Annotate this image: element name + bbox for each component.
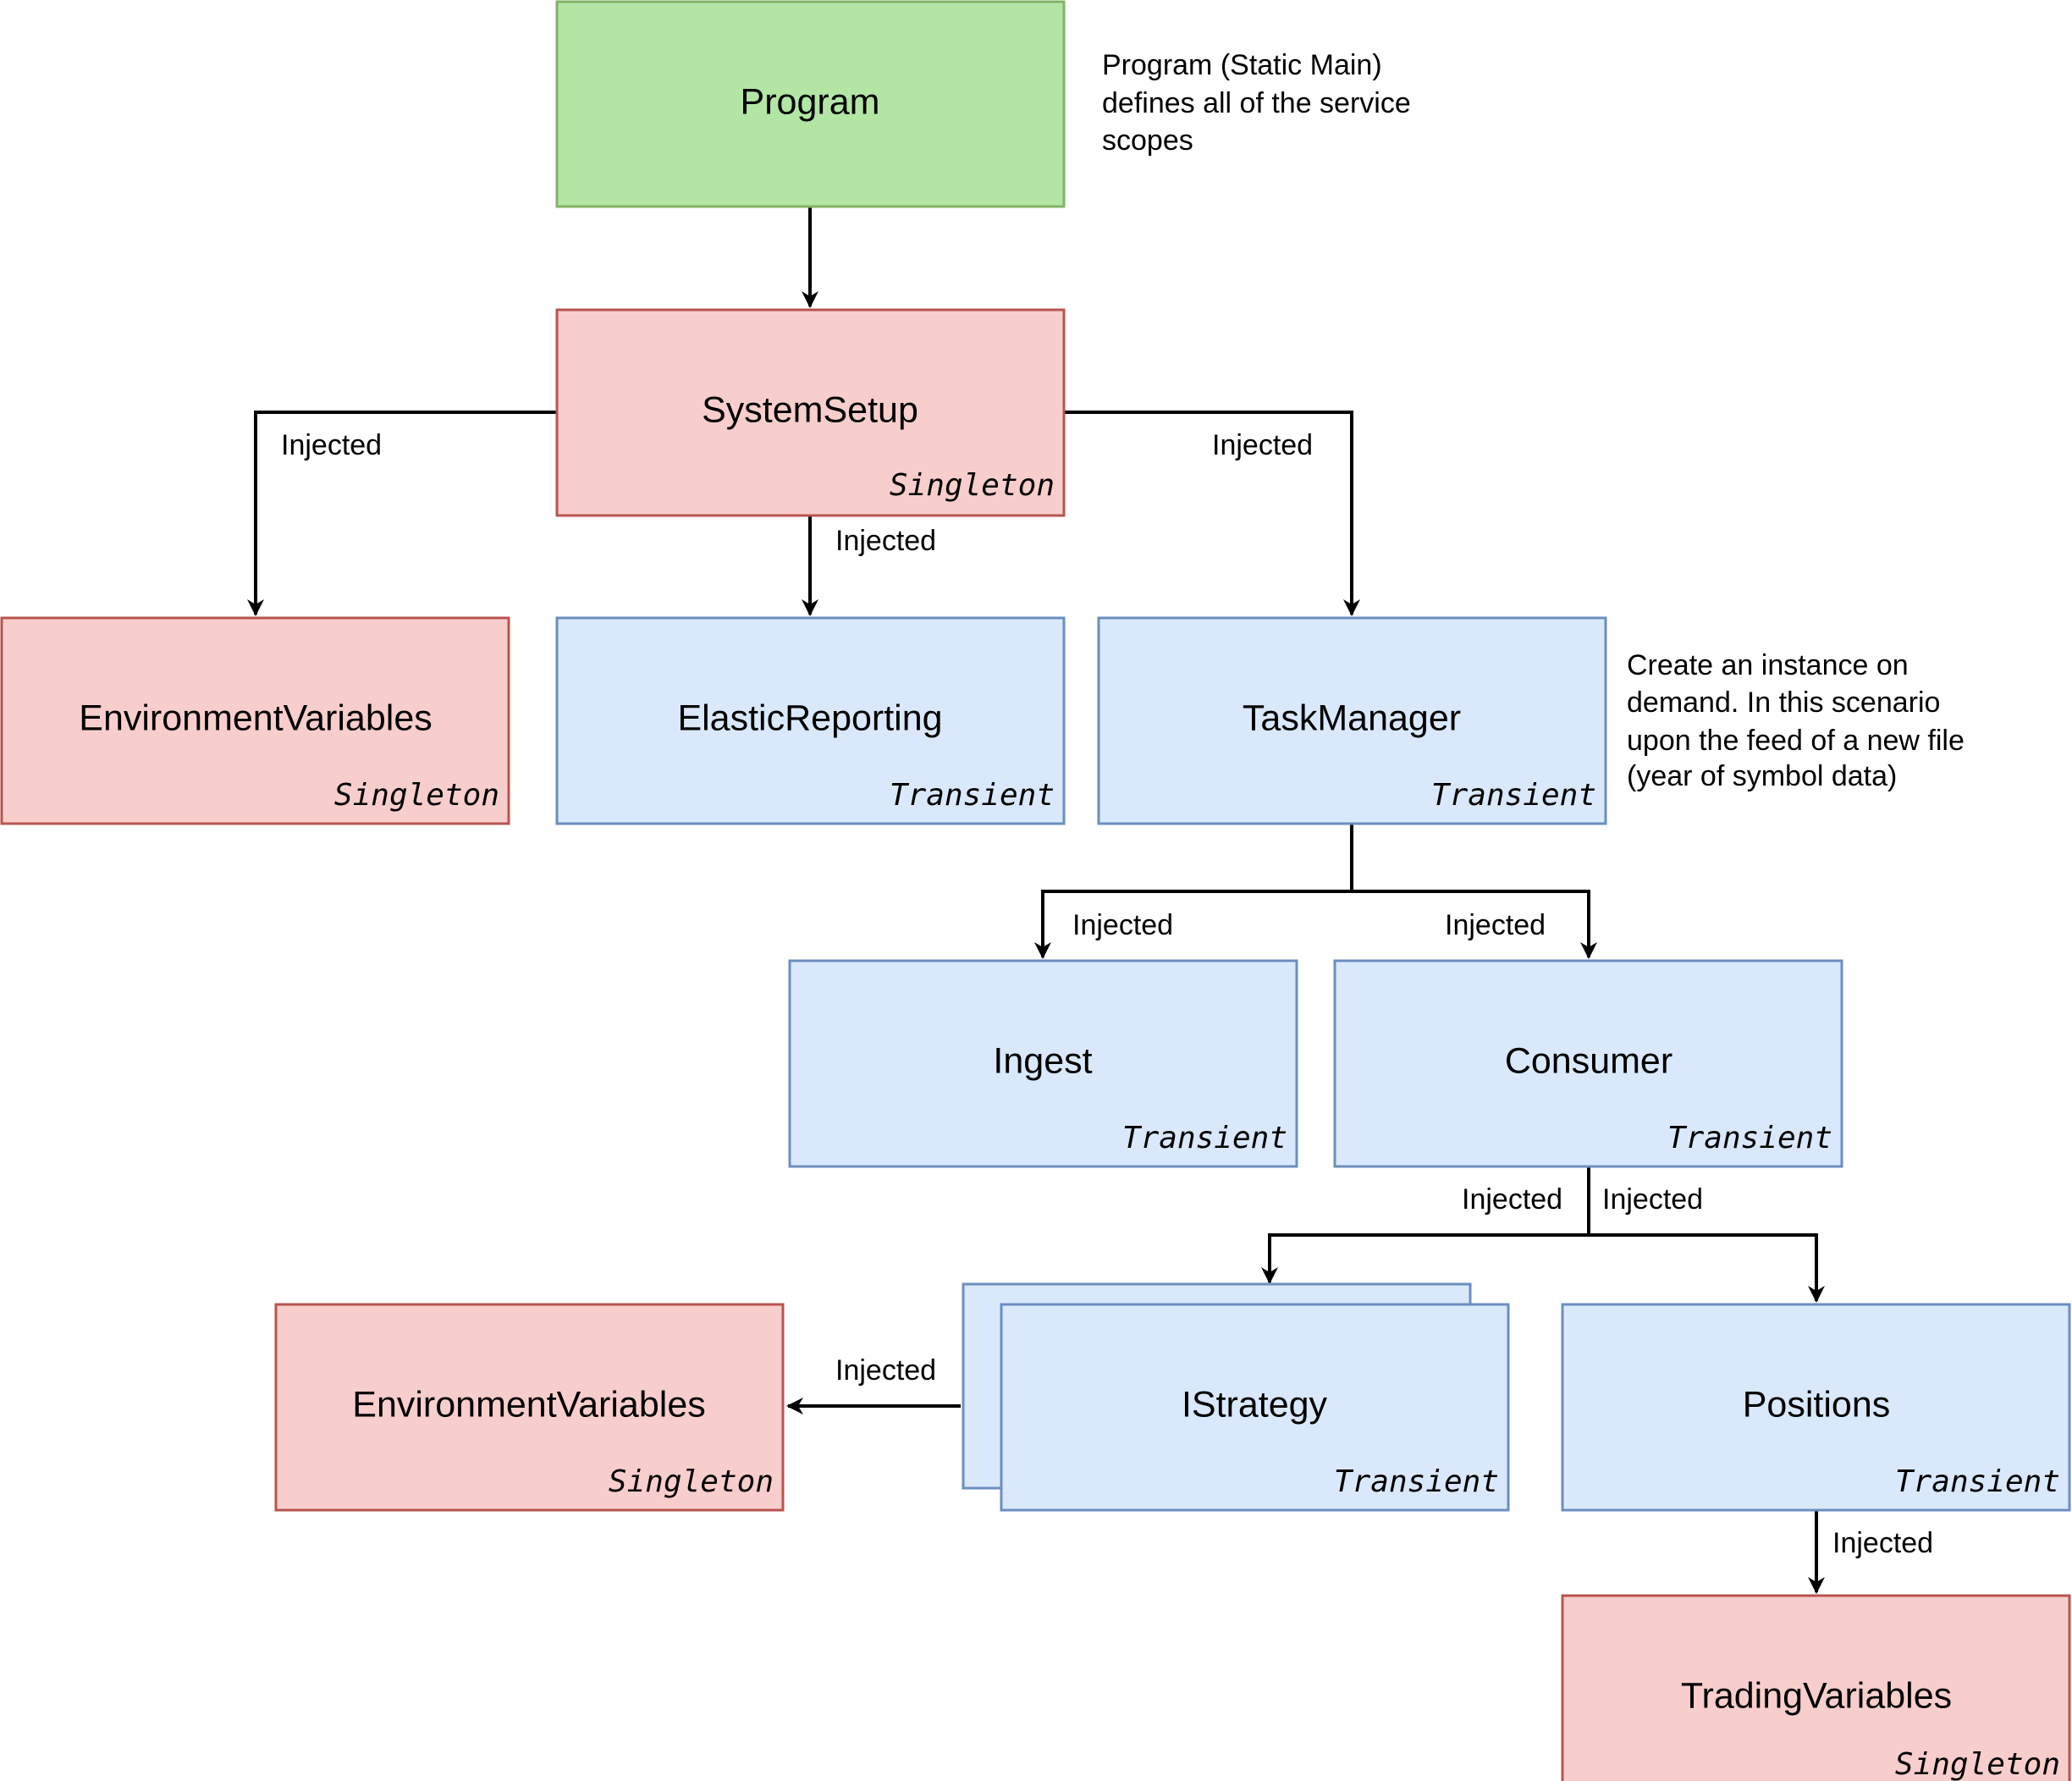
program-box	[555, 0, 1066, 208]
systemsetup-scope: Singleton	[890, 468, 1055, 503]
program-note: Program (Static Main) defines all of the…	[1102, 49, 1411, 157]
taskmanager-name: TaskManager	[1243, 698, 1461, 738]
program-note-line: Program (Static Main)	[1102, 49, 1382, 81]
edge-label-setup-to-task: Injected	[1212, 429, 1313, 461]
task-manager-note: Create an instance on demand. In this sc…	[1627, 649, 1965, 792]
environmentvariables-top-node: EnvironmentVariables Singleton	[0, 616, 510, 825]
edge-labels: Injected Injected Injected Injected Inje…	[281, 429, 1933, 1559]
environmentvariables-top-box	[0, 616, 510, 825]
edge-label-strategy-to-env: Injected	[835, 1354, 936, 1387]
program-name: Program	[741, 81, 880, 122]
tradingvariables-name: TradingVariables	[1681, 1675, 1952, 1716]
task-manager-note-line: upon the feed of a new file	[1627, 725, 1965, 757]
ingest-name: Ingest	[993, 1040, 1092, 1081]
edge-taskmanager-to-consumer	[1352, 890, 1597, 959]
taskmanager-node: TaskManager Transient	[1097, 616, 1607, 825]
edge-label-setup-to-elastic: Injected	[835, 525, 936, 557]
environmentvariables-bottom-name: EnvironmentVariables	[352, 1384, 705, 1425]
taskmanager-scope: Transient	[1431, 778, 1596, 813]
task-manager-note-line: demand. In this scenario	[1627, 686, 1940, 719]
environmentvariables-top-name: EnvironmentVariables	[79, 698, 432, 738]
environmentvariables-bottom-box	[274, 1303, 785, 1512]
edge-taskmanager-to-ingest	[1034, 824, 1353, 959]
ingest-node: Ingest Transient	[788, 959, 1298, 1168]
edge-label-consumer-to-positions: Injected	[1602, 1183, 1703, 1216]
systemsetup-node: SystemSetup Singleton	[555, 308, 1066, 517]
istrategy-name: IStrategy	[1182, 1384, 1328, 1425]
positions-name: Positions	[1743, 1384, 1890, 1425]
program-note-line: defines all of the service	[1102, 87, 1411, 119]
edges	[247, 207, 1825, 1594]
systemsetup-name: SystemSetup	[702, 389, 918, 430]
positions-box	[1561, 1303, 2071, 1512]
positions-scope: Transient	[1895, 1464, 2060, 1499]
tradingvariables-node: TradingVariables Singleton	[1561, 1594, 2071, 1781]
edge-consumer-to-positions	[1589, 1233, 1825, 1303]
tradingvariables-scope: Singleton	[1895, 1747, 2060, 1781]
edge-systemsetup-to-envvars	[247, 411, 557, 616]
environmentvariables-bottom-node: EnvironmentVariables Singleton	[274, 1303, 785, 1512]
task-manager-note-line: Create an instance on	[1627, 649, 1909, 681]
elasticreporting-name: ElasticReporting	[677, 698, 942, 738]
environmentvariables-bottom-scope: Singleton	[609, 1464, 774, 1499]
ingest-box	[788, 959, 1298, 1168]
istrategy-scope: Transient	[1334, 1464, 1499, 1499]
edge-label-positions-to-trading: Injected	[1832, 1527, 1933, 1559]
edge-label-task-to-ingest: Injected	[1072, 909, 1173, 941]
task-manager-note-line: (year of symbol data)	[1627, 760, 1897, 792]
consumer-name: Consumer	[1505, 1040, 1672, 1081]
tradingvariables-box	[1561, 1594, 2071, 1781]
program-note-line: scopes	[1102, 124, 1193, 157]
elasticreporting-scope: Transient	[890, 778, 1055, 813]
positions-node: Positions Transient	[1561, 1303, 2071, 1512]
edge-systemsetup-to-taskmanager	[1064, 411, 1360, 616]
consumer-scope: Transient	[1667, 1121, 1832, 1155]
edge-consumer-to-istrategy	[1261, 1167, 1590, 1284]
elasticreporting-box	[555, 616, 1066, 825]
istrategy-node: IStrategy Transient	[962, 1282, 1510, 1512]
elasticreporting-node: ElasticReporting Transient	[555, 616, 1066, 825]
istrategy-box	[1000, 1303, 1510, 1512]
consumer-node: Consumer Transient	[1333, 959, 1843, 1168]
ingest-scope: Transient	[1122, 1121, 1287, 1155]
program-node: Program	[555, 0, 1066, 208]
edge-label-consumer-to-strategy: Injected	[1462, 1183, 1562, 1216]
edge-label-setup-to-env: Injected	[281, 429, 382, 461]
consumer-box	[1333, 959, 1843, 1168]
systemsetup-box	[555, 308, 1066, 517]
taskmanager-box	[1097, 616, 1607, 825]
environmentvariables-top-scope: Singleton	[334, 778, 499, 813]
edge-label-task-to-consumer: Injected	[1445, 909, 1546, 941]
